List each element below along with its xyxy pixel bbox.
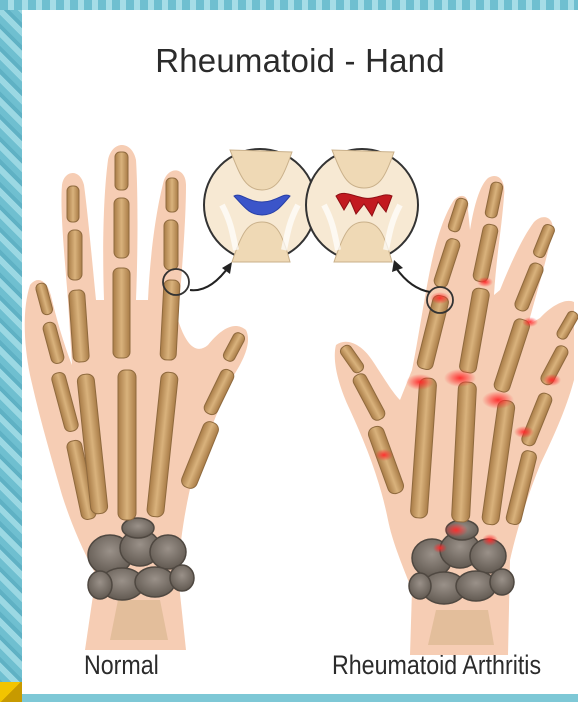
ra-forearm-bones: [428, 610, 494, 645]
normal-joint-inset: [204, 149, 316, 262]
corner-decoration: [0, 682, 22, 702]
ra-joint-inset: [306, 149, 418, 262]
rheumatoid-hand: [306, 149, 578, 655]
ra-pointer-arrow: [396, 268, 430, 292]
normal-forearm-bones: [110, 600, 168, 640]
normal-hand: [25, 145, 316, 650]
